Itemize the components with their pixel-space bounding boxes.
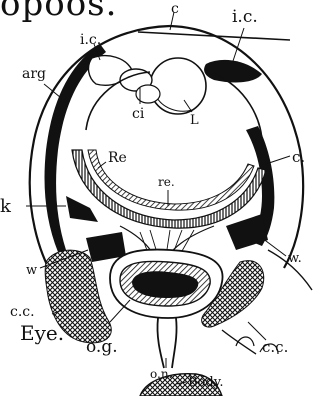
label-eye: Eye.	[20, 321, 64, 345]
label-re-center: re.	[158, 175, 175, 189]
label-cc-right: c.c.	[262, 338, 288, 356]
label-re-upper: Re	[108, 150, 127, 166]
label-on: o.n.	[150, 367, 172, 381]
label-cc-left: c.c.	[10, 304, 35, 320]
label-ic-right: i.c.	[232, 7, 258, 27]
optic-nerve	[157, 318, 176, 368]
label-l: L	[190, 113, 199, 128]
ic-right-lobe	[204, 60, 262, 83]
label-og: o.g.	[86, 337, 118, 357]
label-c-right: c.	[292, 148, 305, 166]
label-body: Body.	[188, 375, 223, 390]
label-ic-left: i.c.	[80, 32, 101, 48]
label-ci: ci	[132, 106, 145, 122]
label-c-top: c	[171, 1, 179, 17]
label-arg: arg	[22, 66, 46, 82]
label-w-left: w	[26, 263, 37, 278]
label-k: k	[0, 196, 12, 217]
k-dark-wedge	[66, 196, 98, 222]
lens-sphere	[150, 58, 206, 114]
label-w-right: w.	[288, 251, 302, 266]
